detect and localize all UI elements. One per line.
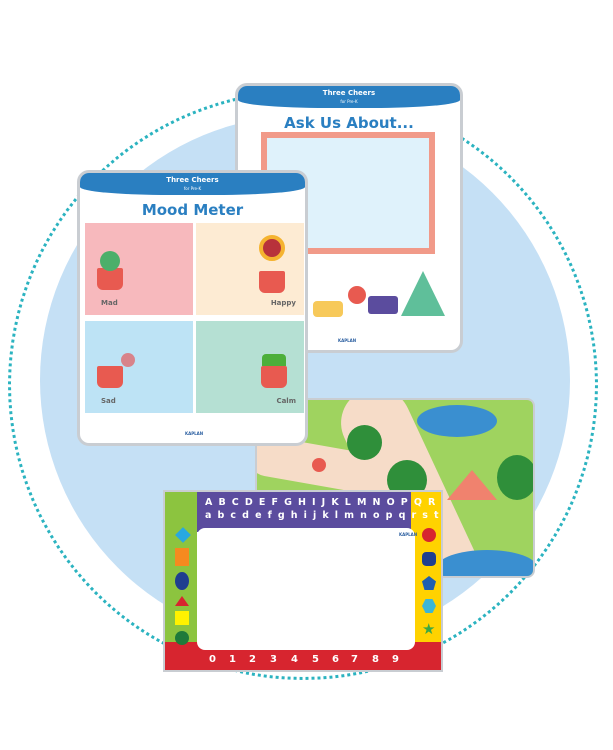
mood-happy: Happy bbox=[196, 223, 304, 315]
tent bbox=[447, 470, 497, 500]
number-6: 6 bbox=[332, 654, 339, 665]
octagon-icon bbox=[422, 552, 436, 566]
alphabet-band bbox=[165, 492, 441, 532]
oval-icon bbox=[175, 572, 189, 590]
number-7: 7 bbox=[351, 654, 358, 665]
number-8: 8 bbox=[372, 654, 379, 665]
mood-sad: Sad bbox=[85, 321, 193, 413]
publisher-logo: KAPLAN bbox=[338, 338, 357, 343]
brand-subtext: for Pre-K bbox=[183, 186, 202, 191]
mood-label: Calm bbox=[276, 397, 296, 405]
mood-label: Sad bbox=[101, 397, 116, 405]
number-3: 3 bbox=[270, 654, 277, 665]
tree bbox=[347, 425, 382, 460]
lowercase-letters: a b c d e f g h i j k l m n o p q r s t … bbox=[205, 510, 441, 521]
mood-mad: Mad bbox=[85, 223, 193, 315]
ball bbox=[312, 458, 326, 472]
mood-label: Happy bbox=[270, 299, 296, 307]
triangle-icon bbox=[175, 596, 189, 606]
mood-meter-card: Three Cheers for Pre-K Mood Meter Mad Hap… bbox=[77, 170, 308, 446]
characters-illustration bbox=[313, 266, 453, 331]
number-0: 0 bbox=[209, 654, 216, 665]
pentagon-icon bbox=[422, 576, 436, 590]
number-5: 5 bbox=[312, 654, 319, 665]
write-area bbox=[197, 528, 415, 650]
number-1: 1 bbox=[229, 654, 236, 665]
pond bbox=[417, 405, 497, 437]
number-4: 4 bbox=[291, 654, 298, 665]
hexagon-icon bbox=[422, 599, 436, 613]
tree bbox=[497, 455, 533, 500]
publisher-logo: KAPLAN bbox=[399, 532, 418, 537]
brand-text: Three Cheers bbox=[166, 176, 219, 184]
rectangle-icon bbox=[175, 548, 189, 566]
star-icon: ★ bbox=[422, 620, 436, 638]
number-2: 2 bbox=[249, 654, 256, 665]
brand-banner: Three Cheers for Pre-K bbox=[238, 86, 460, 108]
circle-icon bbox=[175, 631, 189, 645]
card-title: Ask Us About... bbox=[284, 114, 414, 132]
mood-label: Mad bbox=[101, 299, 118, 307]
number-9: 9 bbox=[392, 654, 399, 665]
pond bbox=[437, 550, 533, 576]
alphabet-number-mat: A B C D E F G H I J K L M N O P Q R S T … bbox=[163, 490, 443, 672]
square-icon bbox=[175, 611, 189, 625]
brand-banner: Three Cheers for Pre-K bbox=[80, 173, 305, 195]
mood-calm: Calm bbox=[196, 321, 304, 413]
publisher-logo: KAPLAN bbox=[185, 431, 204, 436]
brand-text: Three Cheers bbox=[322, 89, 376, 97]
uppercase-letters: A B C D E F G H I J K L M N O P Q R S T … bbox=[205, 497, 441, 508]
brand-subtext: for Pre-K bbox=[340, 99, 358, 104]
circle-icon bbox=[422, 528, 436, 542]
card-title: Mood Meter bbox=[141, 201, 244, 219]
